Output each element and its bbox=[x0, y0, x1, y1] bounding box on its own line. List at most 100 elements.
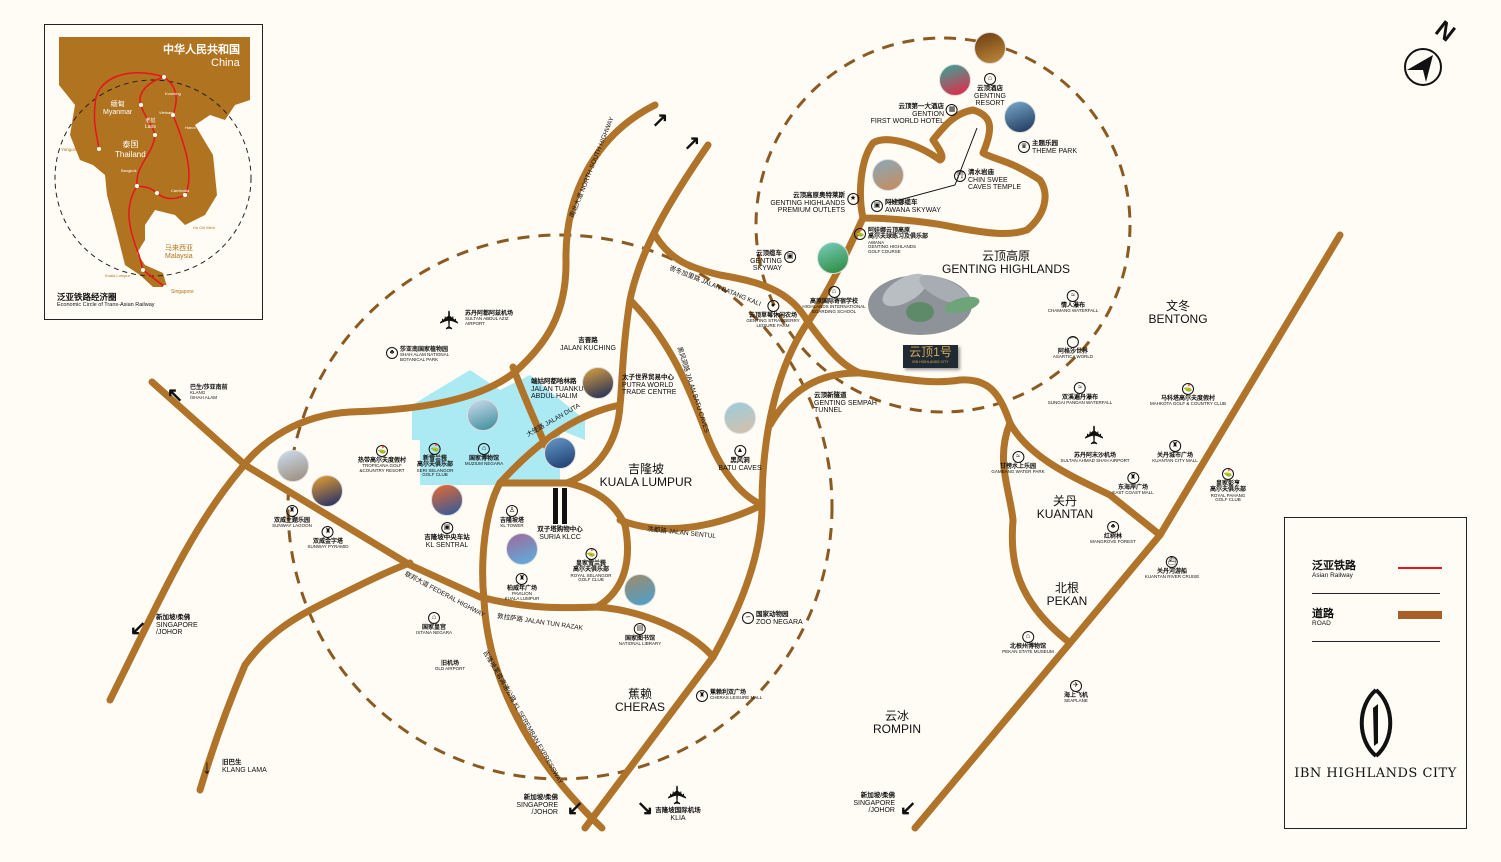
place-name-en: AWANA SKYWAY bbox=[885, 206, 941, 214]
place-name-en: GENTING RESORT bbox=[974, 92, 1006, 108]
place-name-en: KL TOWER bbox=[500, 523, 524, 529]
road-tunnel-link bbox=[804, 318, 864, 377]
location-photo bbox=[939, 64, 971, 96]
legend-rail-en: Asian Railway bbox=[1312, 572, 1353, 579]
road-federal bbox=[148, 378, 484, 601]
road-duta bbox=[496, 401, 624, 487]
place-name-en: NATIONAL LIBRARY bbox=[618, 641, 662, 647]
place-name-cn: 云顶新隧道 bbox=[814, 392, 847, 399]
place-name-en: TROPICANA GOLF &COUNTRY RESORT bbox=[359, 463, 405, 474]
place-name-cn: 红树林 bbox=[1103, 534, 1123, 540]
location-photo bbox=[724, 402, 756, 434]
place-name-cn: 海上飞机 bbox=[1063, 693, 1089, 699]
place-name-en: SINGAPORE /JOHOR bbox=[516, 801, 558, 817]
road-seremban bbox=[479, 479, 606, 832]
place-name-cn: 蕉赖 bbox=[627, 687, 653, 701]
inset-yangon: Yangon bbox=[61, 147, 77, 152]
place-name-cn: 清水岩庙 bbox=[968, 169, 994, 176]
place-name-en: GAMBANG WATER PARK bbox=[991, 469, 1045, 475]
place-name-cn: 吉隆坡塔 bbox=[499, 518, 525, 524]
badge-cn: 云顶1号 bbox=[909, 345, 952, 359]
ibn-logo-icon bbox=[1359, 688, 1393, 758]
place-name-cn: 国家动物园 bbox=[756, 611, 789, 618]
boarding-school-icon: ⌂ bbox=[828, 286, 840, 298]
compass bbox=[1404, 48, 1442, 86]
inset-landmass bbox=[59, 37, 250, 287]
place-name-en: THEME PARK bbox=[1032, 147, 1077, 155]
place-name-cn: 吉隆坡国际机场 bbox=[655, 807, 701, 814]
badge-en: IBN HIGHLANDS CITY bbox=[912, 360, 949, 364]
place-name-cn: 蕉赖利双广场 bbox=[710, 690, 747, 696]
road-tun-razak bbox=[476, 593, 717, 661]
outlets-icon: ★ bbox=[847, 193, 859, 205]
place-name-en: EAST COAST MALL bbox=[1112, 490, 1154, 496]
place-name-en: GENTING HIGHLANDS bbox=[941, 261, 1071, 276]
awana-golf-icon: ⛳ bbox=[854, 228, 866, 240]
kuantan-city-mall-icon: ♜ bbox=[1169, 440, 1181, 452]
place-name-cn: 苏丹阿末沙机场 bbox=[1073, 453, 1117, 459]
location-photo bbox=[431, 484, 463, 516]
place-name-cn: 情人瀑布 bbox=[1060, 303, 1086, 309]
place-name-en: SINGAPORE /JOHOR bbox=[853, 799, 895, 815]
zoo-negara-icon: ∽ bbox=[742, 612, 754, 624]
place-name-en: SEAPLANE bbox=[1064, 698, 1088, 704]
place-name-en: BATU CAVES bbox=[718, 464, 762, 472]
place-name-en: SULTAN AHMAD SHAH AIRPORT bbox=[1060, 458, 1130, 464]
inset-cambodia: Cambodia bbox=[171, 188, 190, 193]
place-name-cn: 国家博物馆 bbox=[468, 456, 499, 462]
place-name-cn: 阿格沙世界 bbox=[1057, 349, 1088, 355]
awana-skyway-icon: ▣ bbox=[871, 200, 883, 212]
place-name-cn: 新加坡/柔佛 bbox=[523, 794, 558, 801]
pavilion-icon: ♜ bbox=[515, 573, 528, 585]
place-name-cn: 关丹 bbox=[1052, 494, 1078, 508]
road-klang-lama bbox=[196, 559, 414, 794]
road-second bbox=[563, 141, 712, 487]
royal-selangor-icon: ⛳ bbox=[584, 548, 597, 560]
place-name-en: KUANTAN bbox=[1036, 506, 1094, 521]
direction-arrow-icon: ↖ bbox=[166, 384, 184, 407]
inset-hanoi: Hanoi bbox=[185, 125, 196, 130]
place-name-cn: 阿娃娜云顶高原 高尔夫球练习及俱乐部 bbox=[868, 228, 929, 241]
place-name-cn: 云冰 bbox=[884, 709, 909, 723]
place-name-en: KLANG /SHAH ALAM bbox=[190, 390, 218, 401]
place-name-cn: 双子塔购物中心 bbox=[537, 526, 583, 533]
location-photo bbox=[872, 159, 904, 191]
place-name-cn: 端姑阿都哈林路 bbox=[531, 378, 577, 385]
place-name-en: SUNWAY PYRAMID bbox=[307, 544, 349, 550]
seaplane-icon: ✈ bbox=[1069, 680, 1082, 692]
place-name-en: KUALA LUMPUR bbox=[599, 474, 693, 489]
location-photo bbox=[624, 574, 656, 606]
place-name-en: KLIA bbox=[670, 814, 686, 822]
place-name-en: ISTANA NEGARA bbox=[416, 630, 452, 636]
place-name-cn: 云顶高原奥特莱斯 bbox=[793, 192, 845, 199]
place-name-en: GENTING HIGHLANDS PREMIUM OUTLETS bbox=[770, 199, 845, 215]
place-name-cn: 高原国际寄宿学校 bbox=[809, 299, 858, 305]
ibn-highlands-badge: 云顶1号 IBN HIGHLANDS CITY bbox=[903, 345, 958, 368]
place-name-cn: 国家图书馆 bbox=[624, 636, 655, 642]
place-name-en: PEKAN bbox=[1046, 593, 1088, 608]
muzium-icon: ⌂ bbox=[478, 443, 490, 455]
place-name-en: ASARTICA WORLD bbox=[1052, 354, 1094, 360]
